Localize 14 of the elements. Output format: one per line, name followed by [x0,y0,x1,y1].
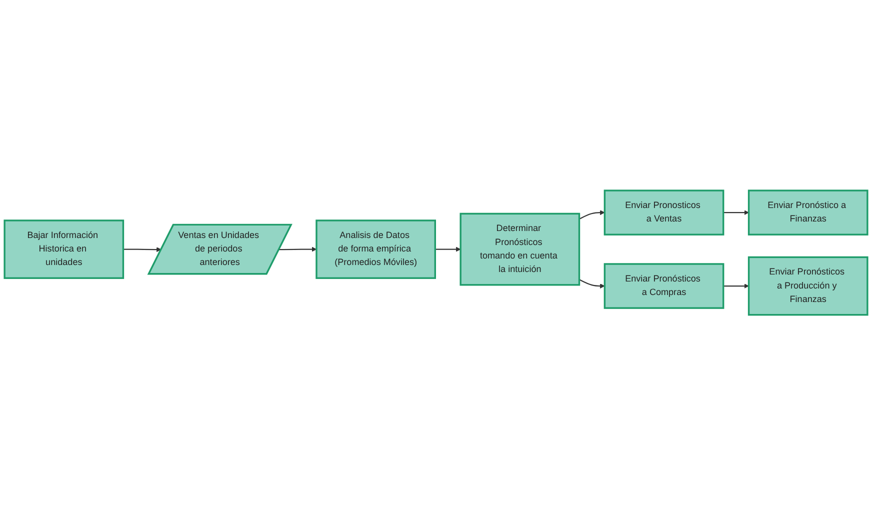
node-box: Analisis de Datos de forma empírica (Promedios Móviles) [316,220,436,280]
arrow [279,247,317,252]
node-box: Determinar Pronósticos tomando en cuenta la intuición [460,213,580,286]
arrow [723,284,749,289]
arrow [123,247,162,252]
arrow [579,279,605,289]
arrow [723,210,749,216]
arrow [579,210,605,220]
node-box: Enviar Pronóstico a Finanzas [748,190,868,236]
node-box: Bajar Información Historica en unidades [4,220,124,280]
arrow [435,247,461,252]
node-box: Enviar Pronósticos a Producción y Finanzas [748,256,868,316]
node-box: Enviar Pronósticos a Compras [604,263,724,310]
node-box: Enviar Pronosticos a Ventas [604,190,724,236]
